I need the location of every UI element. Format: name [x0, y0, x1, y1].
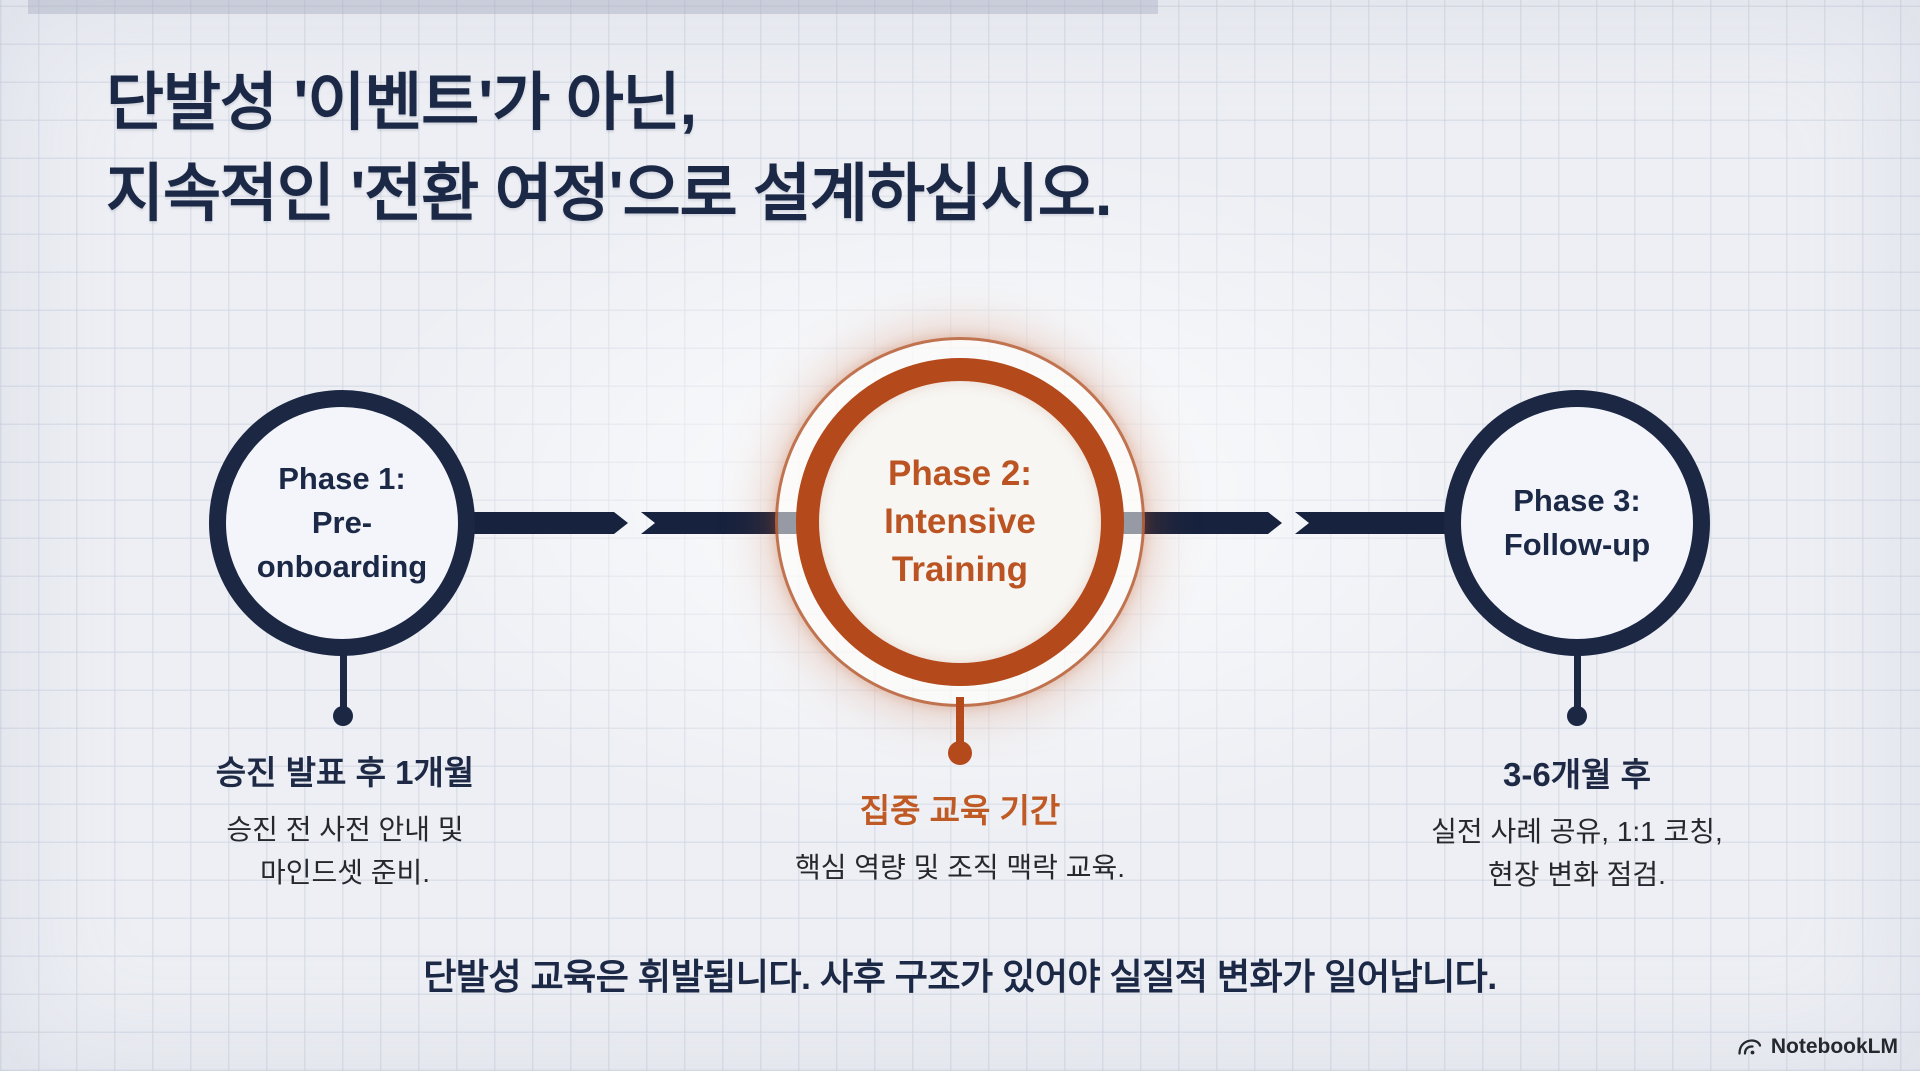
phase-2-line-2: Intensive — [884, 502, 1036, 541]
connector-2-arrow — [1295, 512, 1450, 534]
phase-3-caption-title: 3-6개월 후 — [1503, 756, 1651, 793]
top-edge-strip — [28, 0, 1158, 14]
phase-3-caption: 3-6개월 후 실전 사례 공유, 1:1 코칭, 현장 변화 점검. — [1327, 748, 1827, 896]
phase-2-caption-body: 핵심 역량 및 조직 맥락 교육. — [660, 846, 1260, 889]
phase-1-dot — [333, 706, 353, 726]
phase-3-line-2: Follow-up — [1503, 527, 1651, 562]
phase-2-caption: 집중 교육 기간 핵심 역량 및 조직 맥락 교육. — [660, 784, 1260, 889]
phase-3-dot — [1567, 706, 1587, 726]
connector-1-left — [468, 512, 628, 534]
notebooklm-wave-icon — [1736, 1037, 1763, 1058]
connector-2-left — [1120, 512, 1282, 534]
phase-3-circle-label: Phase 3: Follow-up — [1504, 479, 1650, 567]
phase-3-caption-body: 실전 사례 공유, 1:1 코칭, 현장 변화 점검. — [1327, 810, 1827, 896]
phase-2-line-1: Phase 2: — [888, 454, 1032, 493]
phase-2-stem — [956, 697, 964, 744]
phase-1-caption: 승진 발표 후 1개월 승진 전 사전 안내 및 마인드셋 준비. — [75, 746, 615, 894]
notebooklm-logo-text: NotebookLM — [1770, 1035, 1898, 1058]
phase-3-line-1: Phase 3: — [1513, 483, 1641, 518]
page-title-line-1: 단발성 '이벤트'가 아닌, — [106, 68, 697, 138]
phase-2-line-3: Training — [891, 550, 1029, 589]
phase-2-dot — [948, 741, 972, 765]
footer-statement: 단발성 교육은 휘발됩니다. 사후 구조가 있어야 실질적 변화가 일어납니다. — [423, 956, 1497, 997]
phase-2-circle: Phase 2: Intensive Training — [796, 358, 1124, 686]
notebooklm-branding: NotebookLM — [1736, 1035, 1898, 1059]
phase-2-caption-line-1: 핵심 역량 및 조직 맥락 교육. — [794, 852, 1126, 883]
phase-1-line-3: onboarding — [256, 549, 428, 584]
phase-1-caption-title: 승진 발표 후 1개월 — [215, 754, 475, 791]
phase-1-line-1: Phase 1: — [278, 461, 406, 496]
phase-2-caption-title: 집중 교육 기간 — [859, 792, 1061, 829]
phase-1-caption-line-1: 승진 전 사전 안내 및 — [226, 814, 464, 845]
phase-1-stem — [340, 650, 347, 708]
phase-1-circle-label: Phase 1: Pre- onboarding — [257, 457, 427, 589]
phase-1-line-2: Pre- — [311, 505, 373, 540]
phase-1-caption-line-2: 마인드셋 준비. — [259, 857, 431, 888]
phase-1-circle: Phase 1: Pre- onboarding — [209, 390, 475, 656]
phase-3-caption-line-2: 현장 변화 점검. — [1488, 859, 1666, 890]
page-title-line-2: 지속적인 '전환 여정'으로 설계하십시오. — [106, 158, 1112, 229]
connector-1-arrow — [641, 512, 801, 534]
phase-3-caption-line-1: 실전 사례 공유, 1:1 코칭, — [1431, 816, 1723, 847]
phase-1-caption-body: 승진 전 사전 안내 및 마인드셋 준비. — [75, 808, 615, 894]
phase-2-outer-ring: Phase 2: Intensive Training — [775, 337, 1145, 707]
page-title: 단발성 '이벤트'가 아닌, 지속적인 '전환 여정'으로 설계하십시오. — [106, 58, 1506, 239]
phase-2-circle-label: Phase 2: Intensive Training — [884, 450, 1036, 594]
phase-3-circle: Phase 3: Follow-up — [1444, 390, 1710, 656]
phase-3-stem — [1574, 650, 1581, 708]
